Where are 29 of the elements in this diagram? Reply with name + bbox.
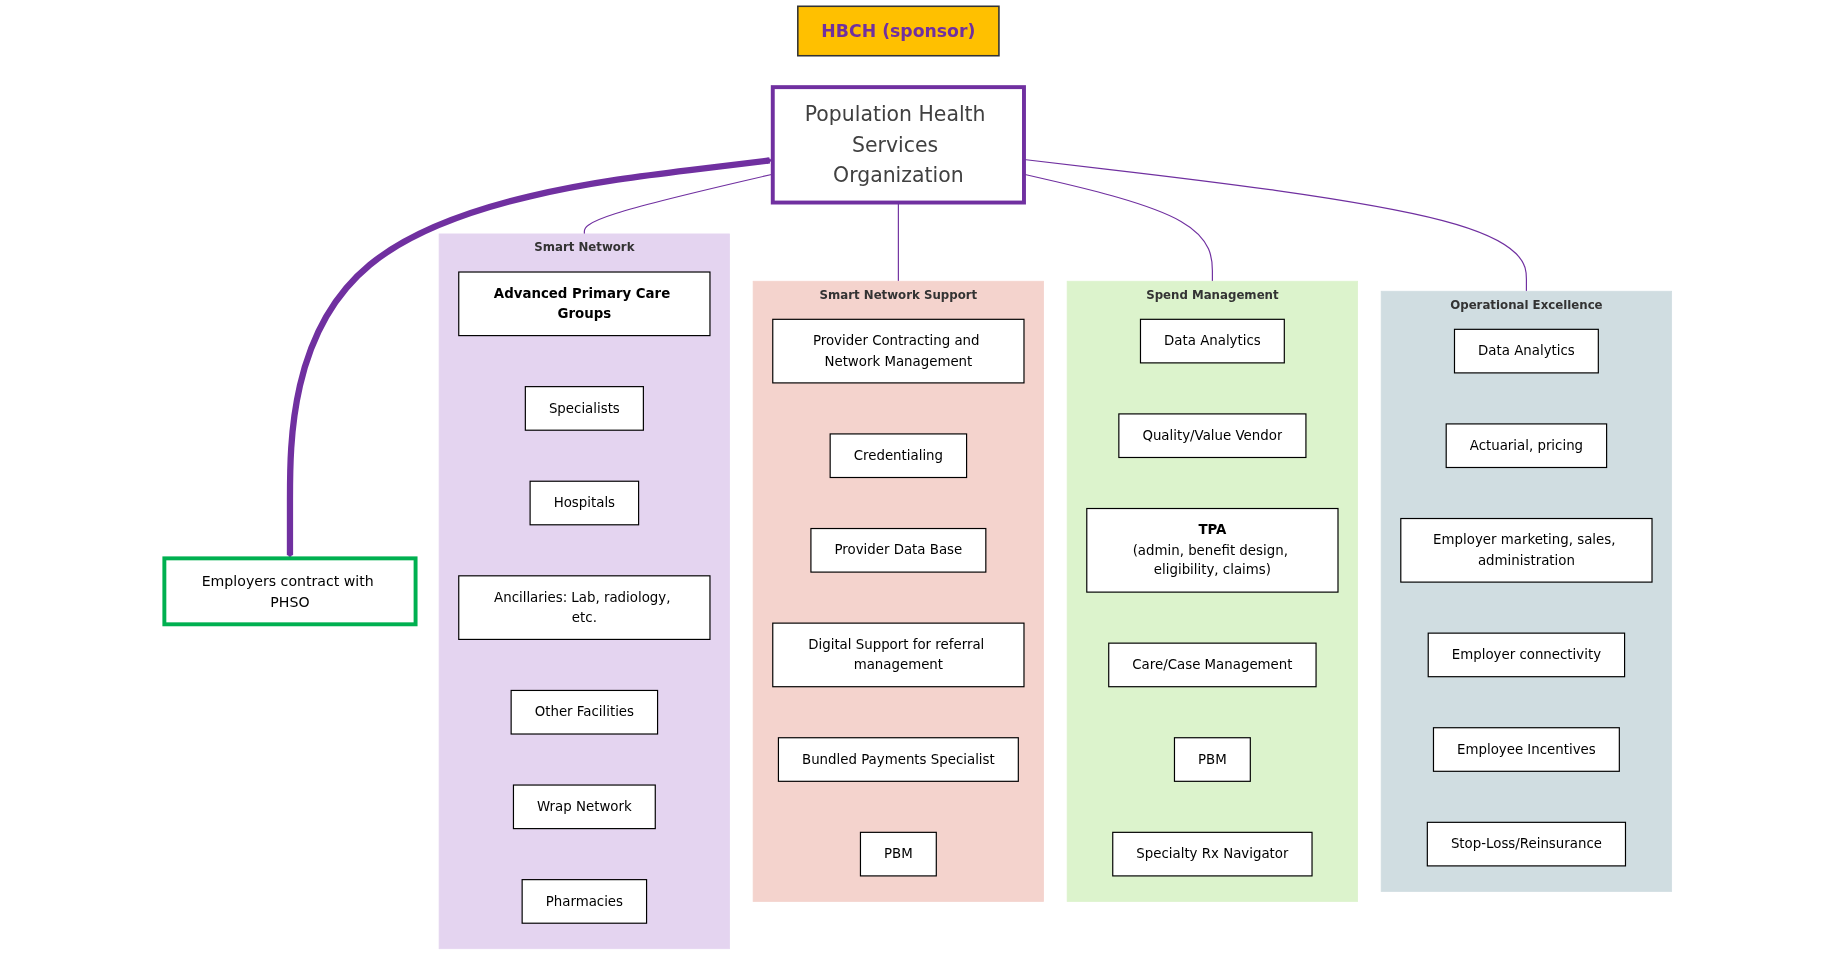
node-box: Pharmacies (521, 879, 648, 924)
node-box: Specialists (524, 386, 644, 431)
node-box: Quality/Value Vendor (1118, 413, 1307, 459)
node-box: Provider Contracting and Network Management (772, 318, 1025, 384)
node-box: Credentialing (829, 433, 968, 479)
node-box: Advanced Primary Care Groups (458, 271, 711, 337)
node-box: Employee Incentives (1432, 727, 1620, 772)
node-box: Bundled Payments Specialist (777, 737, 1019, 782)
node-box: HBCH (sponsor) (797, 5, 1000, 57)
node-box: Employers contract with PHSO (162, 556, 418, 627)
node-box: Employer connectivity (1427, 632, 1626, 678)
node-box: Care/Case Management (1108, 642, 1317, 688)
node-box: Actuarial, pricing (1445, 423, 1608, 469)
node-box: PBM (1173, 737, 1251, 782)
node-box: Provider Data Base (810, 527, 987, 573)
node-box: Stop-Loss/Reinsurance (1426, 821, 1627, 867)
node-box: PBM (859, 831, 937, 877)
node-box: Other Facilities (510, 689, 659, 735)
node-box: TPA (admin, benefit design, eligibility, claims) (1086, 507, 1339, 593)
arrow (286, 157, 773, 559)
node-box: Ancillaries: Lab, radiology, etc. (458, 575, 711, 640)
node-box: Population Health Services Organization (770, 85, 1026, 205)
node-box: Digital Support for referral management (772, 622, 1025, 688)
node-box: Wrap Network (512, 784, 656, 830)
node-box: Data Analytics (1139, 318, 1285, 364)
node-box: Employer marketing, sales, administration (1400, 517, 1653, 583)
node-box: Data Analytics (1453, 328, 1599, 374)
node-box: Specialty Rx Navigator (1112, 831, 1313, 877)
node-box: Hospitals (529, 480, 640, 526)
